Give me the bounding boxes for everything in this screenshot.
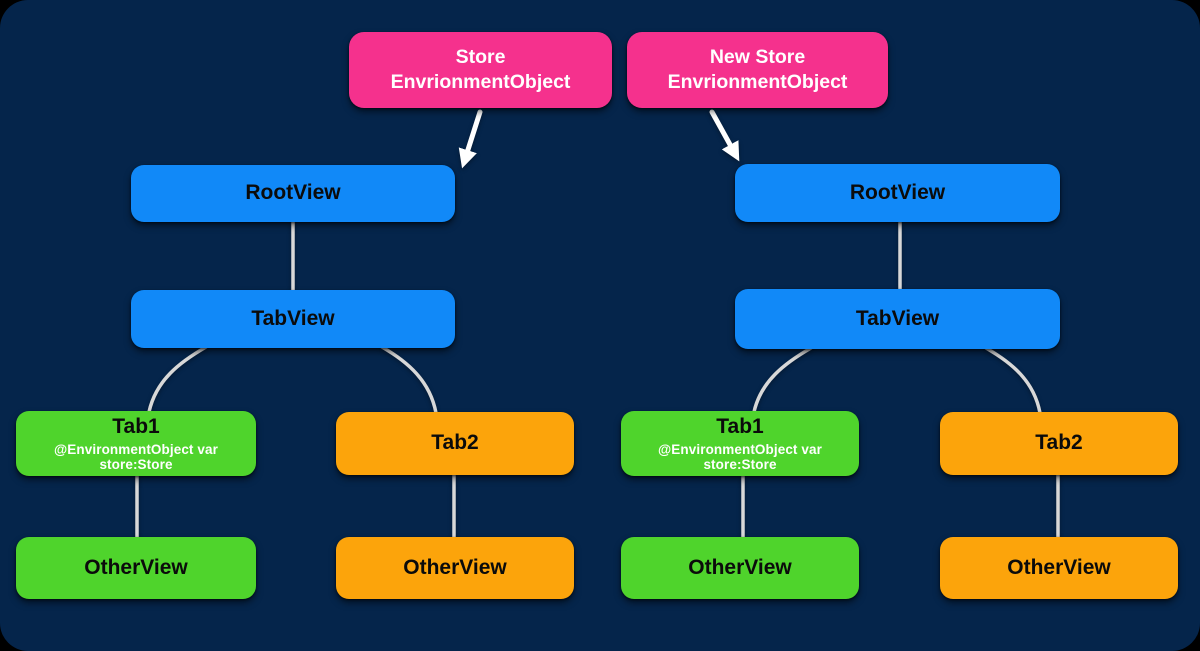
otherview-green-node-right: OtherView [621, 537, 859, 599]
otherview-green-node-left: OtherView [16, 537, 256, 599]
tab1-subtitle: @EnvironmentObject var store:Store [54, 442, 218, 473]
otherview-label: OtherView [688, 555, 792, 579]
tab1-title: Tab1 [112, 414, 160, 438]
tab1-node-left: Tab1 @EnvironmentObject var store:Store [16, 411, 256, 476]
store-node-line2: EnvrionmentObject [667, 71, 848, 93]
edge-tabview-tab2-right [984, 346, 1042, 415]
otherview-orange-node-right: OtherView [940, 537, 1178, 599]
store-node-line1: New Store [709, 45, 806, 68]
tab1-node-right: Tab1 @EnvironmentObject var store:Store [621, 411, 859, 476]
otherview-label: OtherView [84, 555, 188, 579]
store-node-line2: EnvrionmentObject [390, 71, 571, 93]
rootview-node-left: RootView [131, 165, 455, 222]
rootview-label: RootView [245, 181, 341, 205]
tabview-node-left: TabView [131, 290, 455, 348]
tab2-node-left: Tab2 [336, 412, 574, 475]
otherview-orange-node-left: OtherView [336, 537, 574, 599]
tab2-node-right: Tab2 [940, 412, 1178, 475]
tabview-label: TabView [855, 306, 940, 330]
tabview-node-right: TabView [735, 289, 1060, 349]
tab2-label: Tab2 [1035, 431, 1083, 455]
tab1-subtitle: @EnvironmentObject var store:Store [658, 442, 822, 473]
rootview-node-right: RootView [735, 164, 1060, 222]
store-node-line1: Store [455, 45, 506, 68]
edge-tabview-tab1-right [752, 346, 813, 414]
otherview-label: OtherView [403, 555, 507, 579]
tabview-label: TabView [251, 306, 335, 330]
edge-tabview-tab2-left [380, 345, 438, 415]
arrow-store-to-root-left [458, 109, 483, 169]
arrow-store-to-root-right [709, 109, 740, 162]
store-environmentobject-node-right: New Store EnvrionmentObject [627, 32, 888, 108]
store-environmentobject-node-left: Store EnvrionmentObject [349, 32, 612, 108]
tab2-label: Tab2 [431, 431, 479, 455]
tab1-title: Tab1 [716, 414, 764, 438]
edge-tabview-tab1-left [147, 345, 208, 414]
rootview-label: RootView [849, 180, 946, 204]
otherview-label: OtherView [1007, 555, 1111, 579]
